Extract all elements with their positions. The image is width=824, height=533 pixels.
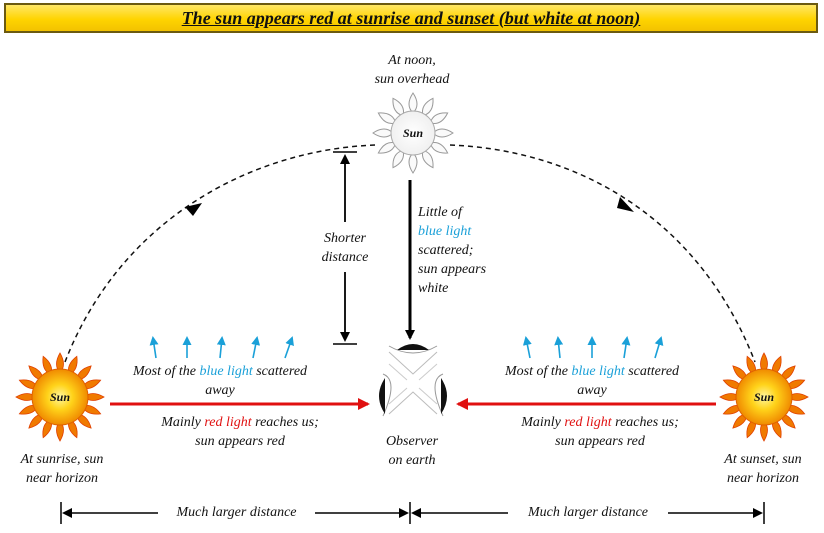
distance-right-label: Much larger distance — [527, 505, 648, 520]
sunset-sun-label: Sun — [754, 390, 774, 404]
left-red-light-label: Mainly red light reaches us; sun appears… — [161, 415, 319, 449]
blue-scatter-arrow — [654, 336, 664, 359]
blue-scatter-arrow — [621, 336, 631, 359]
sunset-caption: At sunset, sun near horizon — [724, 452, 802, 486]
arc-arrowhead — [617, 197, 634, 212]
observer-icon — [379, 344, 447, 417]
sun-path-arc — [64, 144, 376, 363]
blue-scatter-arrow — [284, 336, 294, 359]
sunset-sun-icon: Sun — [719, 352, 809, 442]
sunrise-sun-label: Sun — [50, 390, 70, 404]
observer-label: Observer on earth — [385, 434, 439, 468]
shorter-distance-label: Shorter distance — [305, 229, 385, 267]
distance-left-label: Much larger distance — [176, 505, 297, 520]
blue-scatter-arrow — [522, 336, 532, 359]
noon-scatter-label: Little of blue light scattered; sun appe… — [418, 205, 487, 296]
blue-scatter-arrow — [251, 336, 261, 359]
left-scatter-label: Most of the blue light scattered away — [132, 364, 308, 398]
blue-scatter-arrow — [554, 336, 564, 359]
right-scatter-label: Most of the blue light scattered away — [504, 364, 680, 398]
right-red-light-label: Mainly red light reaches us; sun appears… — [521, 415, 679, 449]
arc-arrowhead — [185, 203, 202, 216]
noon-sun-icon: Sun — [372, 92, 454, 174]
noon-sun-label: Sun — [403, 126, 423, 140]
sunrise-sun-icon: Sun — [15, 352, 105, 442]
sun-path-arc — [449, 144, 756, 363]
sunrise-caption: At sunrise, sun near horizon — [20, 452, 104, 486]
blue-scatter-arrow — [216, 336, 226, 359]
noon-caption: At noon, sun overhead — [374, 53, 450, 87]
diagram-title: The sun appears red at sunrise and sunse… — [181, 7, 641, 28]
title-banner: The sun appears red at sunrise and sunse… — [4, 3, 818, 33]
blue-scatter-arrow — [149, 336, 159, 359]
